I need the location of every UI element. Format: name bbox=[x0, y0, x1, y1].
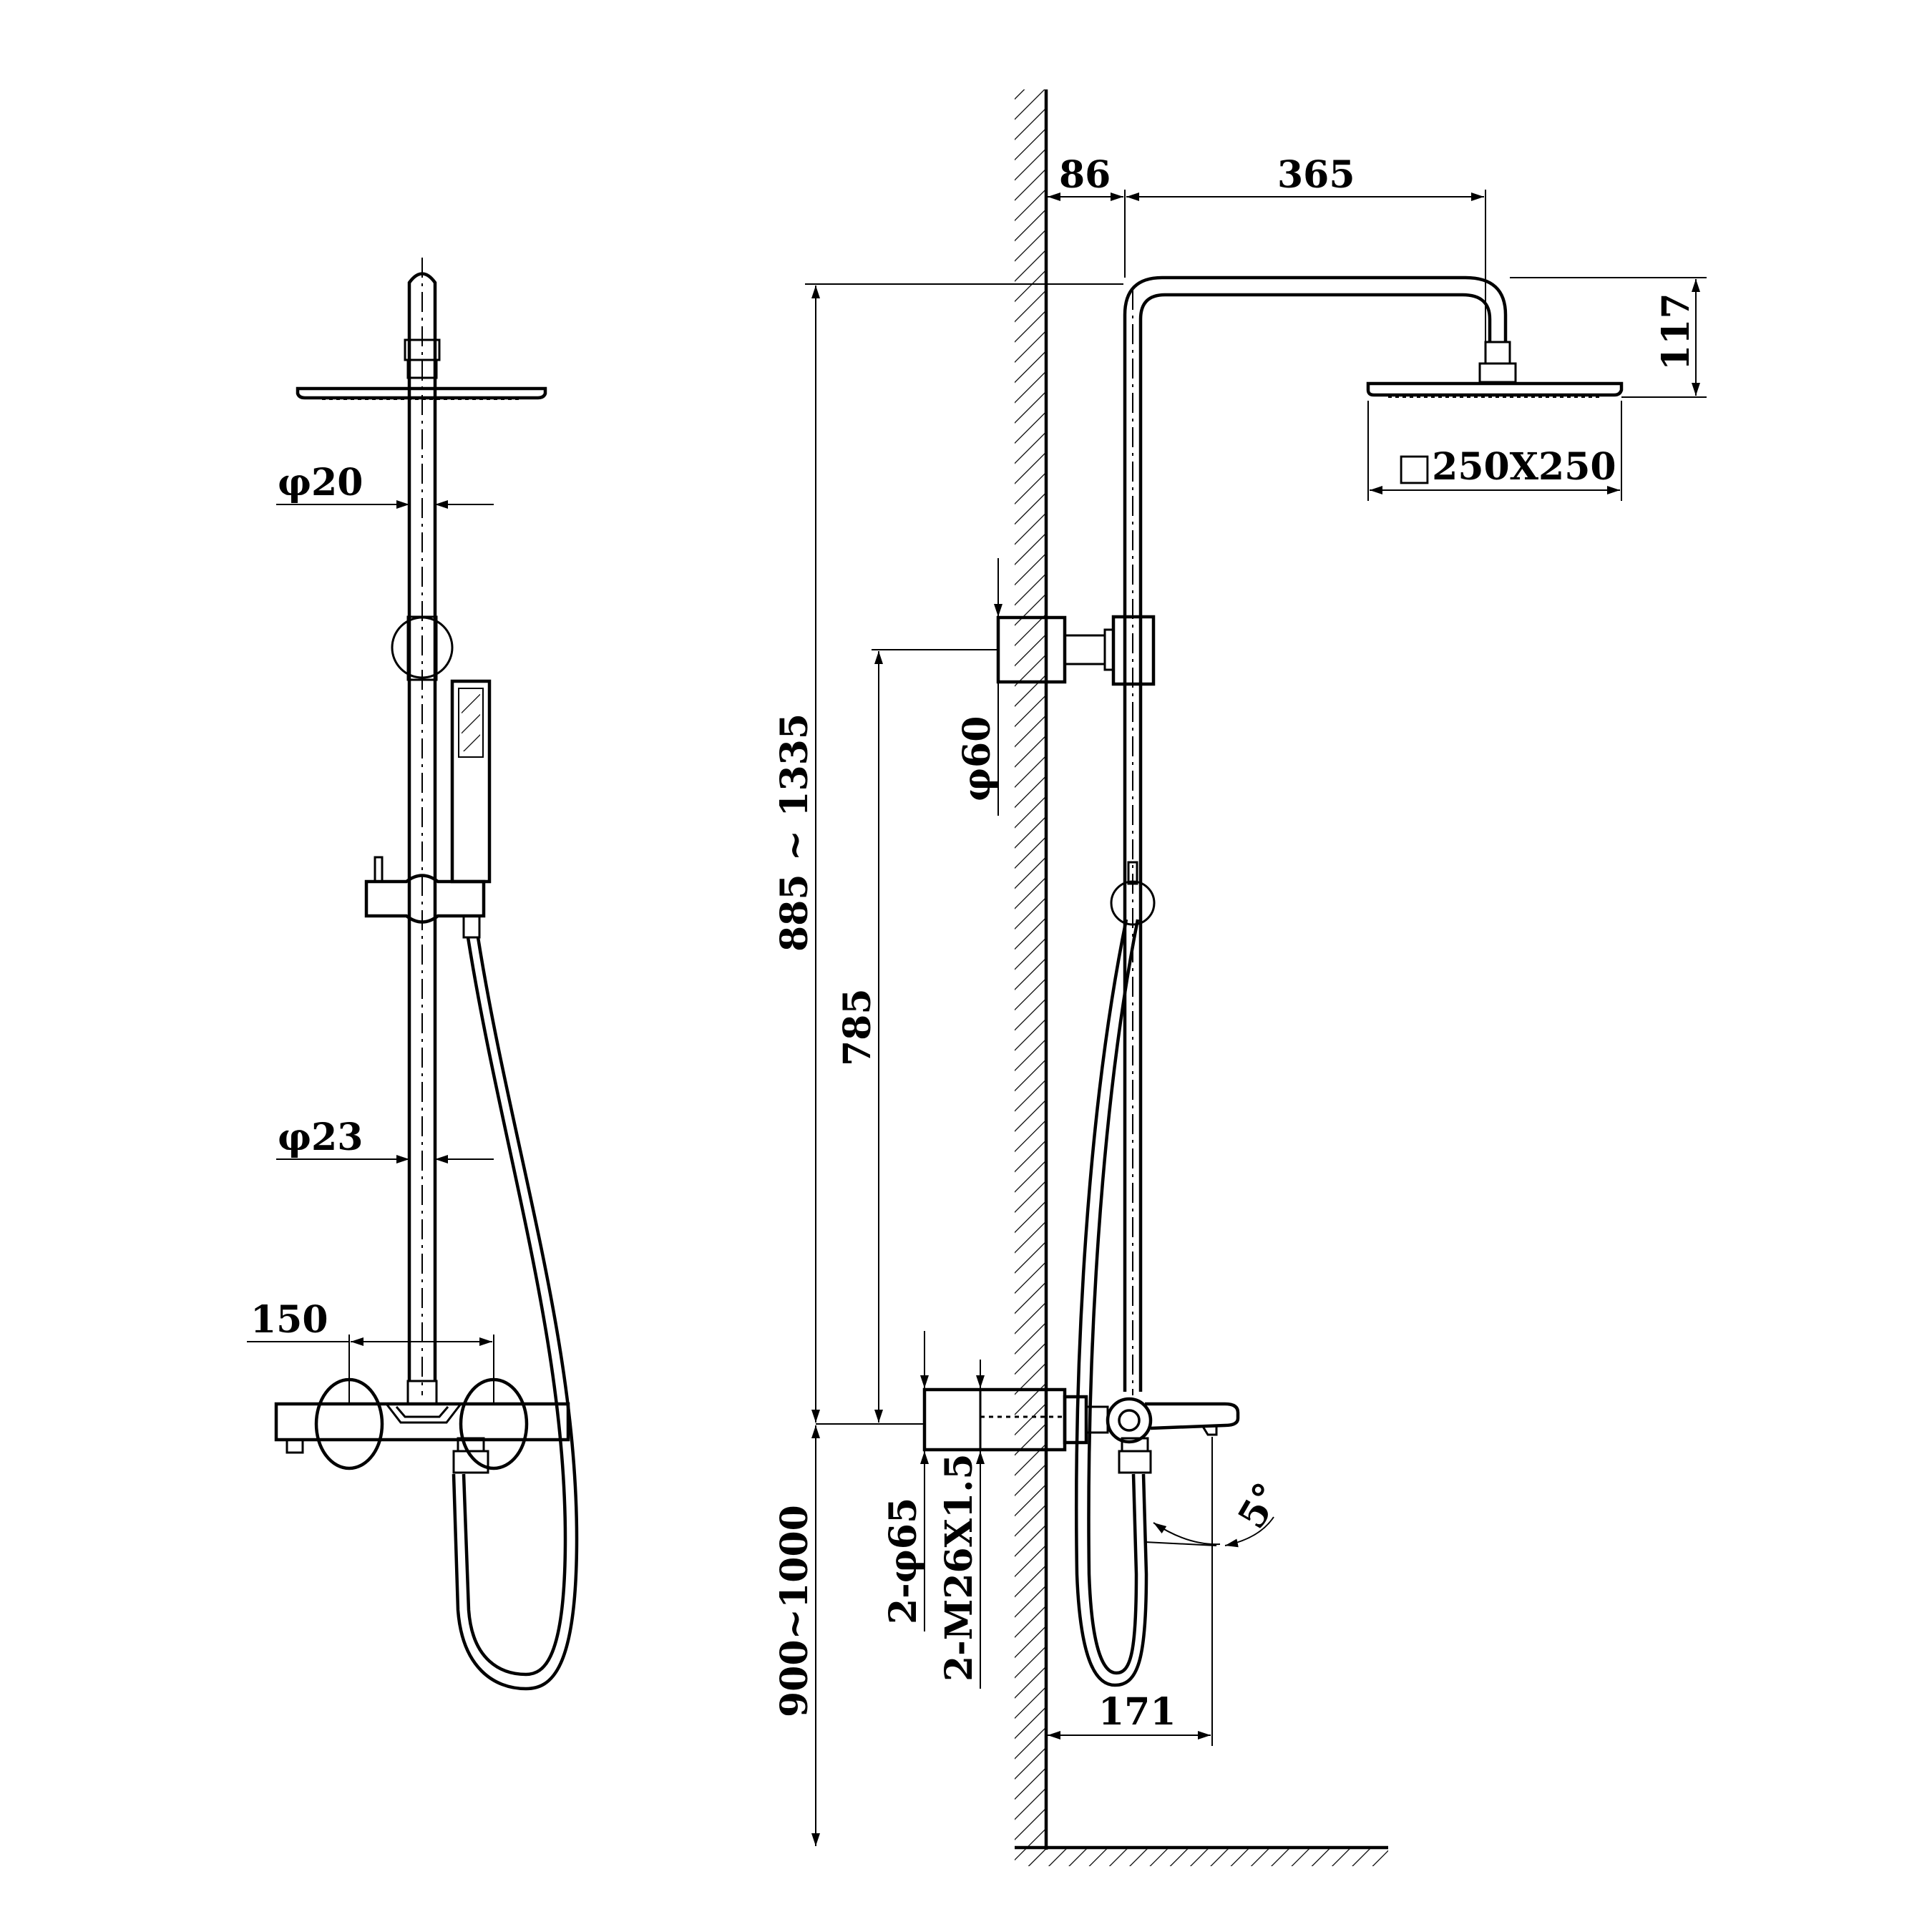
dim-arm-length: 365 bbox=[1277, 153, 1355, 197]
dim-bracket: φ60 bbox=[955, 716, 999, 801]
wall-hatch bbox=[1015, 89, 1048, 1850]
dim-thread: 2-M26X1.5 bbox=[937, 1454, 981, 1682]
dim-bracket-height: 785 bbox=[836, 988, 879, 1066]
dim-head-size: □250X250 bbox=[1397, 445, 1616, 489]
side-dimensions: 86 365 117 □250X250 φ60 885 ~ 1335 785 9… bbox=[773, 153, 1707, 1846]
front-dimensions: φ20 φ23 150 bbox=[247, 461, 494, 1402]
front-view bbox=[274, 258, 579, 1691]
dim-rail-upper: φ20 bbox=[278, 461, 363, 504]
dim-wall-offset: 86 bbox=[1059, 153, 1111, 197]
dim-spacing: 150 bbox=[250, 1298, 328, 1342]
side-view bbox=[922, 275, 1624, 1687]
floor-hatch bbox=[1015, 1845, 1388, 1866]
dim-rail-lower: φ23 bbox=[278, 1116, 363, 1159]
dim-spout-angle: 5° bbox=[1229, 1475, 1289, 1536]
hand-shower-nozzles bbox=[462, 694, 480, 751]
dim-head-drop: 117 bbox=[1654, 293, 1698, 371]
dim-spout-reach: 171 bbox=[1098, 1690, 1176, 1734]
dim-inlets: 2-φ65 bbox=[882, 1498, 925, 1624]
dim-height-range: 885 ~ 1335 bbox=[773, 713, 816, 952]
dim-mixer-floor: 900~1000 bbox=[773, 1505, 816, 1717]
